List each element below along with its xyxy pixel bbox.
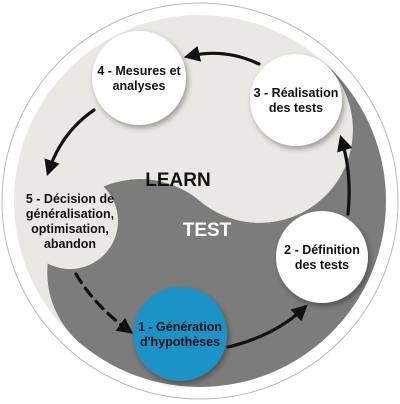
arrow-n4-to-n5 xyxy=(44,108,96,177)
arrow-n5-to-n1 xyxy=(74,272,134,334)
node-5-label-line-1: 5 - Décision de xyxy=(26,192,114,206)
node-2-label-line-2: des tests xyxy=(295,258,349,272)
arrow-n3-to-n4 xyxy=(183,46,261,66)
node-3-label-line-1: 3 - Réalisation xyxy=(254,86,339,100)
region-label-test: TEST xyxy=(183,220,232,241)
node-4-circle xyxy=(92,31,186,125)
node-5-label-line-2: généralisation, xyxy=(26,207,114,221)
node-2-label-line-1: 2 - Définition xyxy=(284,243,360,257)
node-3-circle xyxy=(250,54,342,146)
node-3-label-line-2: des tests xyxy=(269,101,323,115)
arrow-n2-to-n3 xyxy=(337,134,353,216)
region-label-learn: LEARN xyxy=(145,170,210,191)
node-5: 5 - Décision degénéralisation,optimisati… xyxy=(22,173,118,269)
node-4-label-line-1: 4 - Mesures et xyxy=(97,64,181,78)
arrow-n1-to-n2 xyxy=(226,304,308,349)
node-5-circle xyxy=(22,173,118,269)
cycle-arrows xyxy=(44,46,353,349)
node-5-label-line-4: abandon xyxy=(44,237,96,251)
node-4-label-line-2: analyses xyxy=(113,79,166,93)
node-1-label-line-1: 1 - Génération xyxy=(138,320,222,334)
node-5-label-line-3: optimisation, xyxy=(31,222,109,236)
node-2-circle xyxy=(276,211,368,303)
node-1-circle xyxy=(133,287,227,381)
node-1-label-line-2: d'hypothèses xyxy=(140,335,220,349)
